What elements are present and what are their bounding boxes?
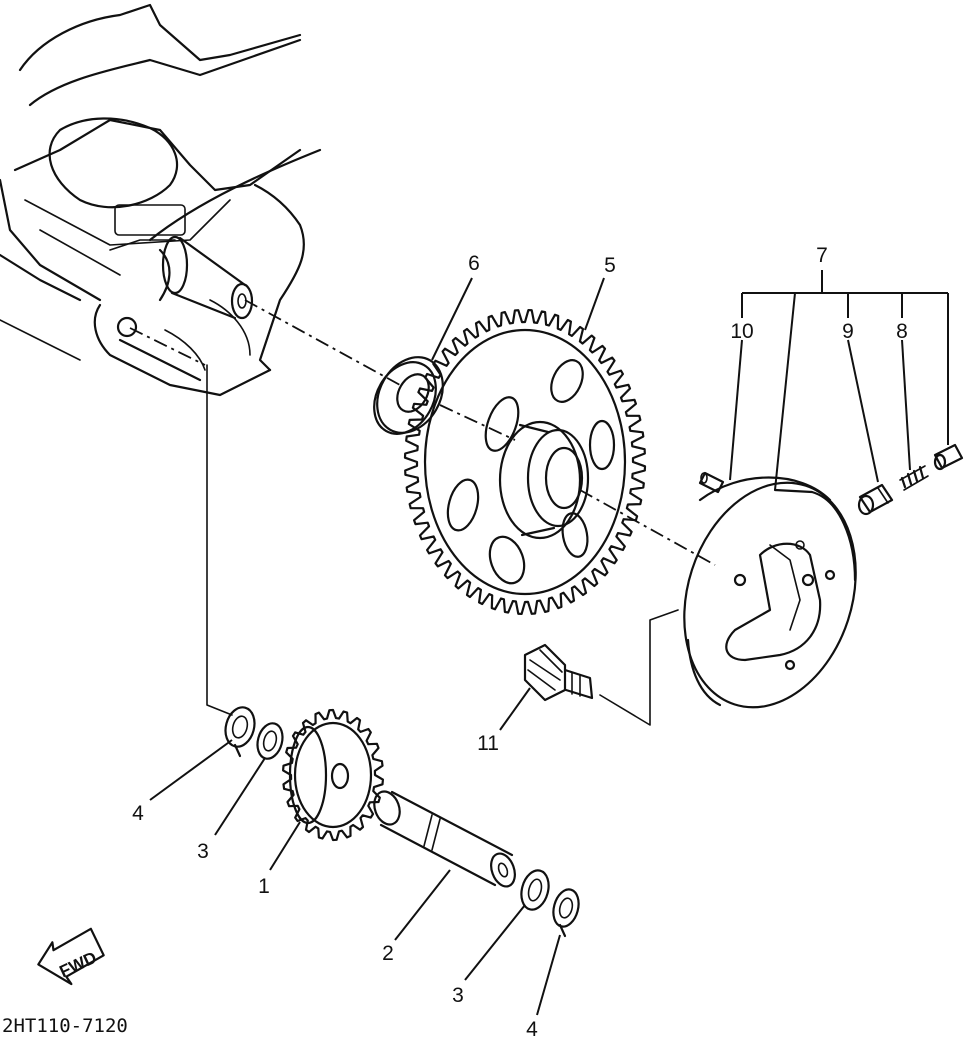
spring-cap xyxy=(933,443,964,471)
circlip-part-4-upper xyxy=(224,706,256,758)
label-part-6: 6 xyxy=(468,252,480,275)
crankcase-outline xyxy=(0,3,322,397)
circlip-part-4-lower xyxy=(552,888,580,938)
label-part-7: 7 xyxy=(816,244,828,267)
washer-part-3-lower xyxy=(520,869,550,911)
label-part-11: 11 xyxy=(477,732,499,755)
bolt-part-11 xyxy=(523,643,594,702)
fwd-label: FWD xyxy=(56,948,99,982)
label-part-2: 2 xyxy=(382,942,394,965)
washer-part-3-upper xyxy=(256,722,284,760)
label-part-9: 9 xyxy=(842,320,854,343)
label-part-5: 5 xyxy=(604,254,616,277)
assembly-center-lines xyxy=(129,299,716,726)
figure-code: 2HT110-7120 xyxy=(2,1015,128,1037)
starter-clutch-part-7 xyxy=(683,476,857,709)
washer-part-6 xyxy=(373,356,444,435)
label-part-1: 1 xyxy=(258,875,270,898)
forward-direction-arrow: FWD xyxy=(37,927,105,986)
label-part-3-lower: 3 xyxy=(452,984,464,1007)
spring-part-8 xyxy=(899,465,929,491)
plunger-part-9 xyxy=(857,483,894,516)
starter-wheel-gear-part-5 xyxy=(403,309,647,615)
leader-lines xyxy=(149,270,949,1016)
roller-part-10 xyxy=(698,471,725,494)
gear-teeth-part-5 xyxy=(403,309,647,615)
idler-shaft-part-2 xyxy=(373,790,516,888)
label-part-3-upper: 3 xyxy=(197,840,209,863)
idler-gear-part-1 xyxy=(282,708,384,842)
label-part-8: 8 xyxy=(896,320,908,343)
crankshaft-end xyxy=(116,235,254,338)
label-part-4-lower: 4 xyxy=(526,1018,538,1039)
label-part-10: 10 xyxy=(730,320,753,343)
label-part-4-upper: 4 xyxy=(132,802,144,825)
